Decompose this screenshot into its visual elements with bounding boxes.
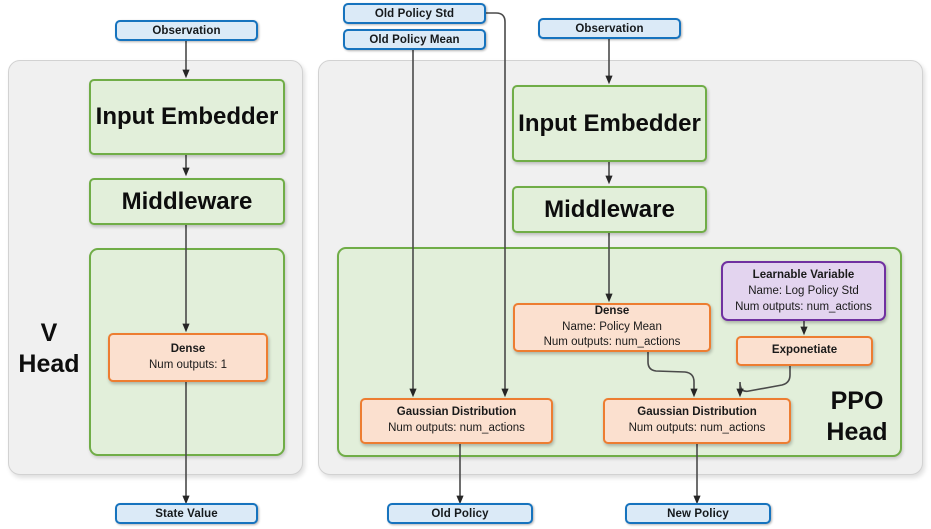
ppo-head-dense-title: Dense bbox=[594, 304, 630, 317]
v-head-label-line1: V bbox=[40, 319, 58, 347]
ppo-head-gaussian-distribution-old[interactable]: Gaussian Distribution Num outputs: num_a… bbox=[360, 398, 553, 444]
ppo-head-gaussian-new-title: Gaussian Distribution bbox=[637, 406, 757, 419]
ppo-head-gaussian-old-num-outputs: Num outputs: num_actions bbox=[388, 422, 525, 434]
v-head-output-label: State Value bbox=[155, 507, 218, 520]
ppo-head-learnable-name: Name: Log Policy Std bbox=[748, 284, 859, 297]
ppo-old-policy-mean-label: Old Policy Mean bbox=[369, 33, 460, 46]
ppo-head-label-line2: Head bbox=[826, 417, 888, 446]
ppo-head-learnable-variable[interactable]: Learnable Variable Name: Log Policy Std … bbox=[721, 261, 886, 321]
ppo-head-learnable-num-outputs: Num outputs: num_actions bbox=[735, 301, 872, 314]
ppo-head-input-old-policy-std[interactable]: Old Policy Std bbox=[343, 3, 486, 24]
ppo-head-input-embedder[interactable]: Input Embedder bbox=[512, 85, 707, 162]
ppo-head-dense-policy-mean[interactable]: Dense Name: Policy Mean Num outputs: num… bbox=[513, 303, 711, 352]
v-head-middleware-label: Middleware bbox=[121, 187, 253, 215]
v-head-middleware[interactable]: Middleware bbox=[89, 178, 285, 225]
ppo-head-middleware-label: Middleware bbox=[544, 195, 675, 223]
ppo-head-exponetiate[interactable]: Exponetiate bbox=[736, 336, 873, 366]
ppo-head-exponetiate-title: Exponetiate bbox=[771, 344, 838, 357]
ppo-head-output-old-label: Old Policy bbox=[431, 507, 489, 520]
v-head-input-label: Observation bbox=[152, 24, 221, 37]
ppo-head-output-old-policy[interactable]: Old Policy bbox=[387, 503, 533, 524]
ppo-head-input-old-policy-mean[interactable]: Old Policy Mean bbox=[343, 29, 486, 50]
ppo-old-policy-std-label: Old Policy Std bbox=[374, 7, 455, 20]
v-head-input-embedder[interactable]: Input Embedder bbox=[89, 79, 285, 155]
ppo-head-gaussian-new-num-outputs: Num outputs: num_actions bbox=[628, 422, 766, 434]
ppo-head-dense-name: Name: Policy Mean bbox=[562, 320, 662, 333]
ppo-head-gaussian-distribution-new[interactable]: Gaussian Distribution Num outputs: num_a… bbox=[603, 398, 791, 444]
ppo-head-input-observation[interactable]: Observation bbox=[538, 18, 681, 39]
v-head-input-observation[interactable]: Observation bbox=[115, 20, 258, 41]
v-head-input-embedder-label: Input Embedder bbox=[95, 103, 279, 130]
ppo-head-output-new-policy[interactable]: New Policy bbox=[625, 503, 771, 524]
ppo-head-label-line1: PPO bbox=[830, 387, 884, 415]
ppo-head-dense-num-outputs: Num outputs: num_actions bbox=[543, 336, 681, 349]
ppo-head-middleware[interactable]: Middleware bbox=[512, 186, 707, 233]
v-head-label: V Head bbox=[14, 318, 84, 379]
v-head-dense[interactable]: Dense Num outputs: 1 bbox=[108, 333, 268, 382]
v-head-output-state-value[interactable]: State Value bbox=[115, 503, 258, 524]
ppo-head-output-new-label: New Policy bbox=[667, 507, 729, 520]
v-head-dense-title: Dense bbox=[170, 342, 206, 355]
v-head-dense-num-outputs: Num outputs: 1 bbox=[149, 358, 227, 371]
ppo-head-gaussian-old-title: Gaussian Distribution bbox=[396, 406, 517, 419]
ppo-head-input-label: Observation bbox=[575, 22, 644, 35]
v-head-label-line2: Head bbox=[18, 349, 80, 378]
ppo-head-input-embedder-label: Input Embedder bbox=[518, 109, 701, 137]
ppo-head-label: PPO Head bbox=[812, 386, 902, 447]
ppo-head-learnable-title: Learnable Variable bbox=[752, 268, 855, 281]
